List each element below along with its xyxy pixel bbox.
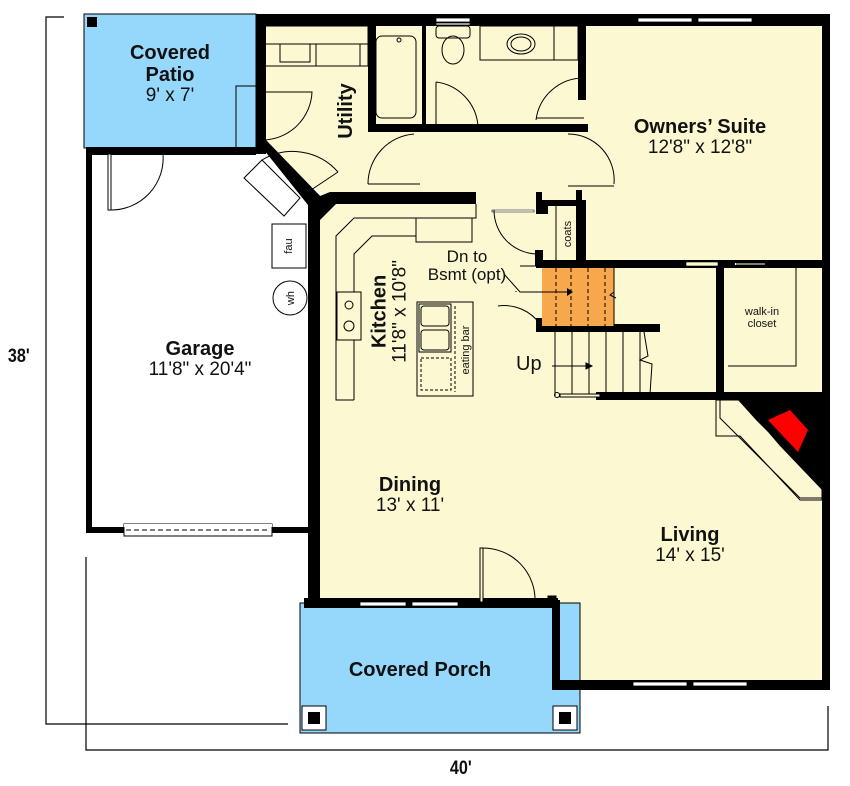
kitchen-counters	[335, 204, 477, 401]
walk-in-shelf	[728, 268, 797, 367]
patio-post	[87, 17, 97, 27]
porch-post-right	[552, 705, 578, 731]
front-door	[479, 547, 557, 605]
garage-utility-door	[243, 150, 339, 217]
bottom-windows	[359, 601, 748, 687]
basement-stairs-label: Dn to Bsmt (opt)	[427, 247, 507, 284]
utility-patio-door	[261, 91, 313, 141]
garage-walls	[86, 147, 312, 537]
kitchen-label: Kitchen 11'8" x 10'8"	[368, 260, 411, 363]
owners-suite-label: Owners’ Suite 12'8" x 12'8"	[633, 116, 767, 158]
garage-entry-door	[107, 153, 164, 211]
up-stairs	[552, 331, 653, 398]
walk-in-closet-label: walk-in closet	[744, 306, 780, 331]
covered-patio-label: Covered Patio 9' x 7'	[129, 42, 211, 106]
coats-label: coats	[561, 220, 574, 248]
water-heater	[272, 280, 308, 316]
kitchen-island	[416, 301, 474, 397]
kitchen-wall	[310, 190, 582, 264]
depth-dimension: 38'	[7, 346, 30, 367]
fau-unit	[271, 223, 307, 269]
porch-post-left	[301, 705, 327, 731]
wh-label: wh	[284, 291, 297, 306]
bathroom	[368, 25, 588, 132]
hall-doors	[367, 133, 615, 187]
covered-porch-area	[299, 602, 581, 734]
stair-walls	[536, 260, 830, 400]
dimension-lines	[45, 16, 829, 751]
garage-label: Garage 11'8" x 20'4"	[148, 338, 252, 380]
fau-label: fau	[282, 238, 295, 254]
width-dimension: 40'	[449, 758, 472, 779]
dining-label: Dining 13' x 11'	[375, 474, 445, 516]
eating-bar-label: eating bar	[459, 325, 472, 375]
basement-stairs	[497, 265, 617, 326]
utility-label: Utility	[335, 83, 357, 139]
fireplace	[715, 399, 823, 501]
up-stairs-label: Up	[516, 353, 542, 375]
interior-fill	[258, 20, 828, 684]
top-windows	[435, 17, 753, 26]
covered-porch-label: Covered Porch	[348, 659, 492, 681]
living-label: Living 14' x 15'	[655, 524, 725, 566]
